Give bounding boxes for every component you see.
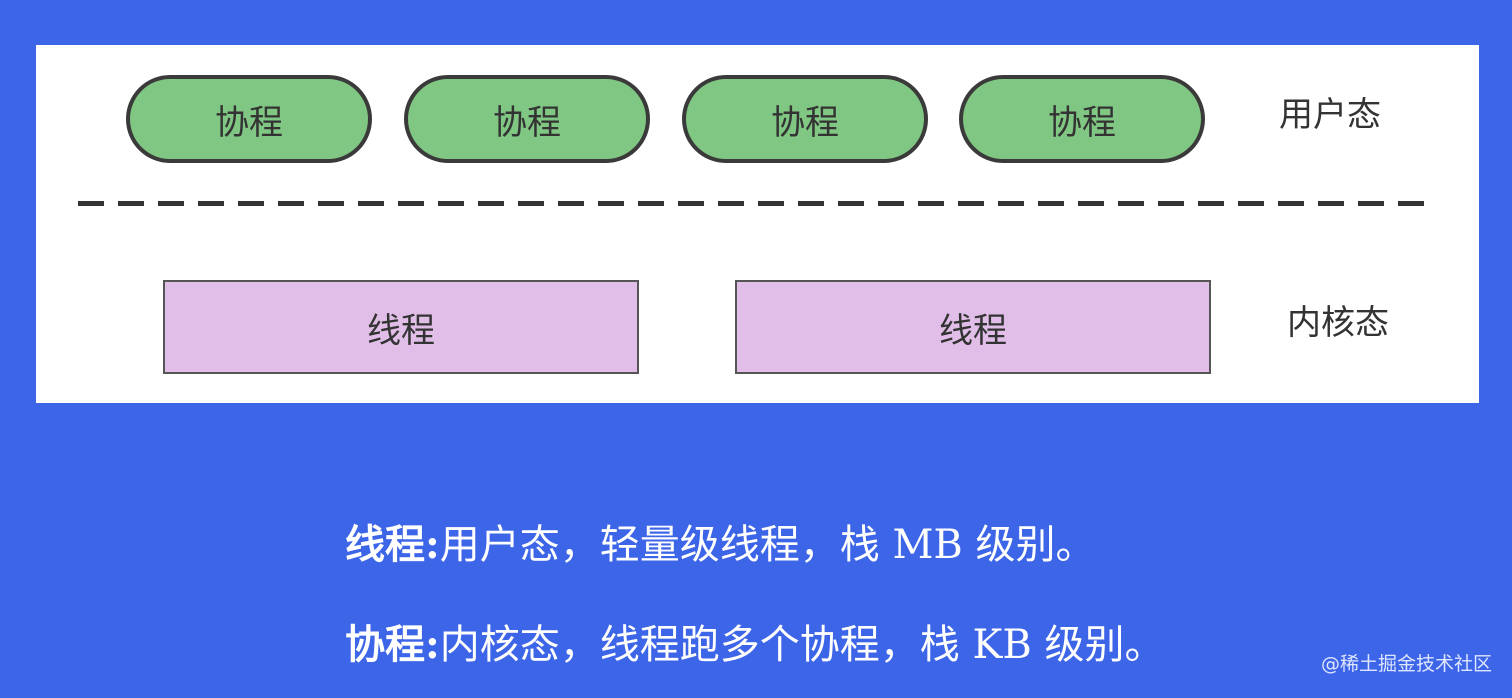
watermark: @稀土掘金技术社区 — [1320, 653, 1492, 675]
user-space-label: 用户态 — [1279, 95, 1381, 135]
thread-label: 线程 — [367, 310, 435, 351]
thread-label: 线程 — [939, 310, 1007, 351]
coroutine-caption: 协程:内核态，线程跑多个协程，栈 KB 级别。 — [345, 612, 1164, 670]
thread-box: 线程 — [163, 280, 639, 374]
thread-box: 线程 — [735, 280, 1211, 374]
coroutine-label: 协程 — [493, 102, 561, 143]
coroutine-label: 协程 — [771, 102, 839, 143]
user-kernel-divider — [78, 201, 1424, 206]
caption-term: 线程: — [345, 521, 440, 568]
coroutine-box: 协程 — [404, 75, 650, 163]
coroutine-box: 协程 — [126, 75, 372, 163]
thread-caption: 线程:用户态，轻量级线程，栈 MB 级别。 — [345, 512, 1096, 570]
diagram-panel: 协程 协程 协程 协程 用户态 线程 线程 内核态 — [36, 45, 1479, 403]
coroutine-label: 协程 — [1048, 102, 1116, 143]
caption-term: 协程: — [345, 621, 440, 668]
coroutine-box: 协程 — [959, 75, 1205, 163]
kernel-space-label: 内核态 — [1287, 303, 1389, 343]
caption-text: 内核态，线程跑多个协程，栈 KB 级别。 — [439, 622, 1165, 668]
coroutine-box: 协程 — [682, 75, 928, 163]
coroutine-label: 协程 — [215, 102, 283, 143]
caption-text: 用户态，轻量级线程，栈 MB 级别。 — [439, 522, 1096, 568]
